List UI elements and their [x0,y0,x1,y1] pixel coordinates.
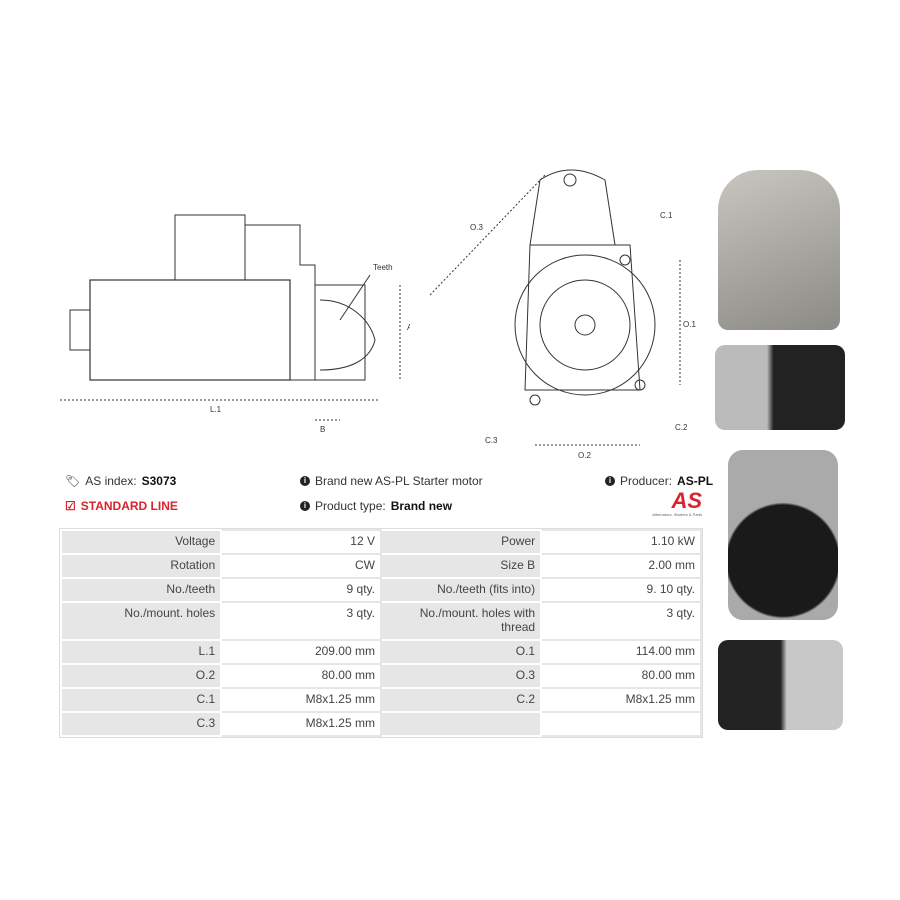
checkbox-icon: ☑ [65,499,76,513]
spec-label: Power [379,529,543,555]
spec-value: 3 qty. [540,601,702,641]
spec-label: C.1 [59,687,223,713]
producer: i Producer: AS-PL [605,474,713,488]
spec-value: M8x1.25 mm [220,687,382,713]
logo-text: AS [671,488,702,513]
dim-l1-label: L.1 [210,405,222,414]
spec-label: Rotation [59,553,223,579]
spec-value: 9 qty. [220,577,382,603]
front-view-diagram: O.3 C.1 O.1 C.2 C.3 O.2 [429,169,696,460]
producer-label: Producer: [620,474,673,488]
spec-value: 9. 10 qty. [540,577,702,603]
product-photo-side-2 [718,640,843,730]
spec-value: 114.00 mm [540,639,702,665]
spec-value: 3 qty. [220,601,382,641]
spec-label: O.1 [379,639,543,665]
spec-value: M8x1.25 mm [220,711,382,737]
product-type-value: Brand new [390,499,453,513]
spec-value: M8x1.25 mm [540,687,702,713]
spec-label: No./mount. holes [59,601,223,641]
logo-tagline: Alternators, Starters & Parts [652,512,702,517]
spec-label [379,711,543,737]
side-view-diagram: Teeth A L.1 B [60,214,410,434]
spec-label: O.3 [379,663,543,689]
as-index-label: AS index: [85,474,137,488]
dim-b-label: B [320,425,325,434]
teeth-label: Teeth [373,263,393,272]
standard-line-badge: ☑ STANDARD LINE [65,499,178,513]
product-photo-front [718,170,840,330]
spec-label: C.2 [379,687,543,713]
dim-a-label: A [407,323,410,332]
product-type: i Product type: Brand new [300,499,452,513]
spec-label: L.1 [59,639,223,665]
dim-c2-label: C.2 [675,423,688,432]
product-photo-side [715,345,845,430]
spec-value: 209.00 mm [220,639,382,665]
spec-label: C.3 [59,711,223,737]
spec-value: 2.00 mm [540,553,702,579]
dim-o3-label: O.3 [470,223,483,232]
spec-label: Size B [379,553,543,579]
dim-o1-label: O.1 [683,320,696,329]
dim-c1-label: C.1 [660,211,673,220]
product-type-label: Product type: [315,499,386,513]
spec-value: 1.10 kW [540,529,702,555]
standard-line-label: STANDARD LINE [80,499,178,513]
as-index: 🏷 AS index: S3073 [65,474,176,488]
spec-label: No./teeth [59,577,223,603]
as-logo: AS Alternators, Starters & Parts [640,488,702,518]
spec-value: CW [220,553,382,579]
tag-icon: 🏷 [65,474,81,488]
spec-value: 80.00 mm [220,663,382,689]
spec-value: 12 V [220,529,382,555]
spec-label: No./teeth (fits into) [379,577,543,603]
info-icon: i [300,501,310,511]
product-photo-rear [728,450,838,620]
dim-o2-label: O.2 [578,451,591,460]
info-icon: i [300,476,310,486]
spec-value [540,711,702,737]
description-text: Brand new AS-PL Starter motor [315,474,483,488]
spec-label: O.2 [59,663,223,689]
as-index-value: S3073 [141,474,177,488]
description: i Brand new AS-PL Starter motor [300,474,483,488]
spec-label: Voltage [59,529,223,555]
info-icon: i [605,476,615,486]
spec-value: 80.00 mm [540,663,702,689]
spec-label: No./mount. holes with thread [379,601,543,641]
producer-value: AS-PL [677,474,714,488]
dim-c3-label: C.3 [485,436,498,445]
